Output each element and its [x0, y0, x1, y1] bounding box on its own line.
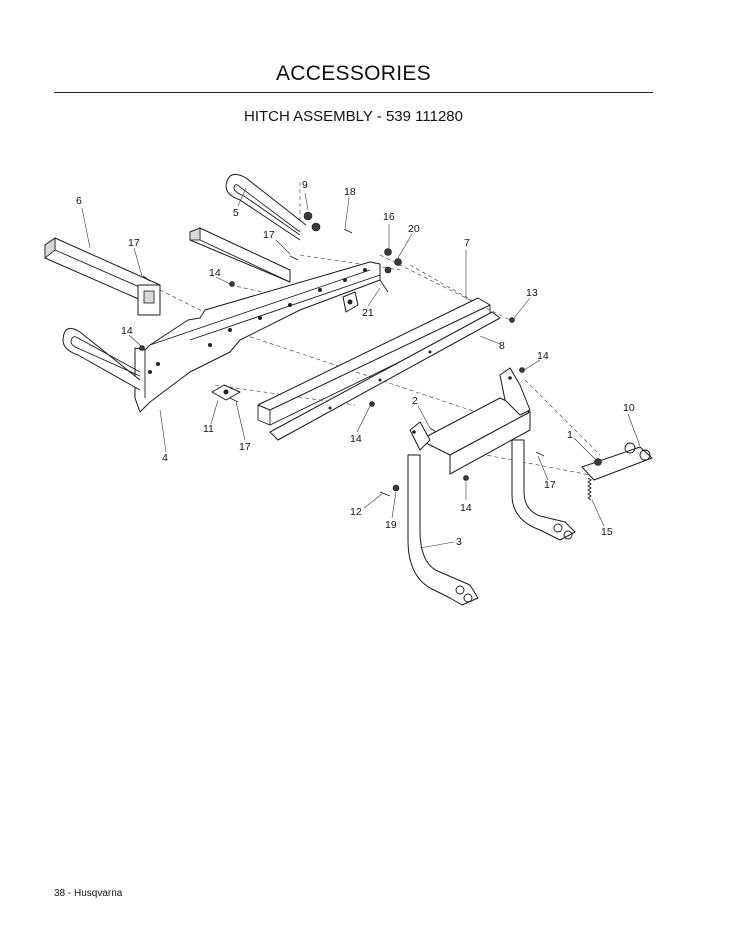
tube-right	[189, 227, 291, 283]
callout-11: 11	[203, 423, 214, 435]
u-bolt-lower	[62, 327, 141, 391]
callout-2: 2	[412, 395, 418, 407]
bracket-21	[342, 291, 359, 313]
hardware	[139, 211, 602, 497]
callout-6: 6	[76, 195, 82, 207]
callout-14-a: 14	[537, 350, 549, 362]
callout-4: 4	[162, 452, 168, 464]
u-bolt-top	[225, 173, 307, 241]
page-footer: 38 - Husqvarna	[54, 888, 123, 899]
callout-7: 7	[464, 237, 470, 249]
angle-bar-7	[257, 297, 491, 426]
hitch-arms	[407, 367, 576, 606]
title-divider	[54, 92, 653, 93]
drawbar-10	[581, 442, 653, 481]
callout-14-e: 14	[209, 267, 221, 279]
callout-8: 8	[499, 340, 505, 352]
callout-14-c: 14	[350, 433, 362, 445]
callout-9: 9	[302, 179, 308, 191]
callout-17-b: 17	[239, 441, 251, 453]
callout-14-d: 14	[121, 325, 133, 337]
callout-18: 18	[344, 186, 356, 198]
callout-1: 1	[567, 429, 573, 441]
page-title: ACCESSORIES	[275, 62, 431, 85]
callout-17-c: 17	[128, 237, 140, 249]
callout-5: 5	[233, 207, 239, 219]
callout-15: 15	[601, 526, 613, 538]
flat-bar-8	[269, 311, 501, 441]
callout-14-b: 14	[460, 502, 472, 514]
bracket-11	[211, 384, 241, 401]
spring-15	[587, 477, 592, 501]
callout-21: 21	[362, 307, 374, 319]
callout-16: 16	[383, 211, 395, 223]
leader-lines	[81, 187, 641, 549]
callout-17-a: 17	[544, 479, 556, 491]
assembly-subtitle: HITCH ASSEMBLY - 539 111280	[243, 108, 463, 125]
callout-13: 13	[526, 287, 538, 299]
callout-12: 12	[350, 506, 362, 518]
callout-20: 20	[408, 223, 420, 235]
tube-left	[44, 237, 161, 316]
callout-10: 10	[623, 402, 635, 414]
callout-labels: 6 5 9 18 16 20 7 13 8 14 10 1 15 17 14 2…	[76, 179, 635, 548]
callout-17-d: 17	[263, 229, 275, 241]
callout-3: 3	[456, 536, 462, 548]
callout-19: 19	[385, 519, 397, 531]
